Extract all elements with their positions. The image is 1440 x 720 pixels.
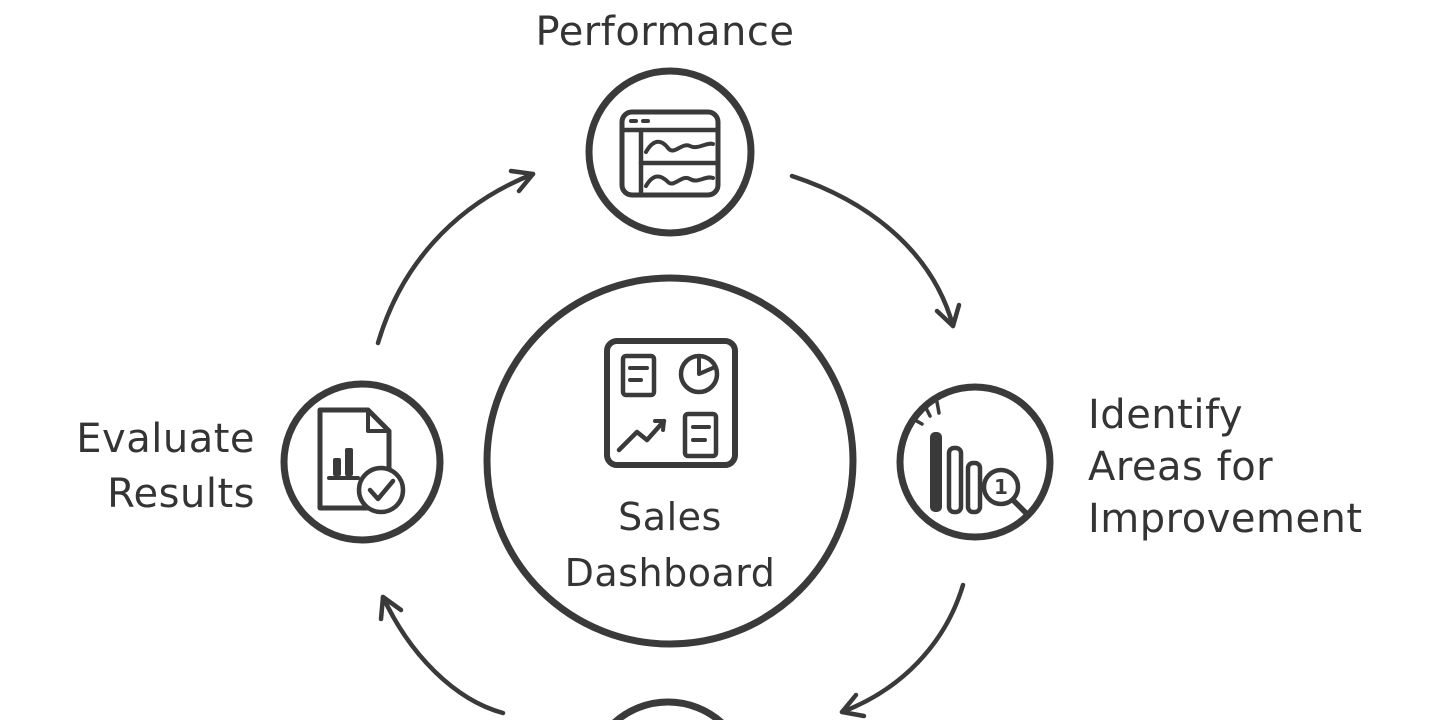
node-evaluate: Evaluate Results xyxy=(76,380,444,544)
arrow-evaluate-to-performance xyxy=(375,168,536,346)
arrow-bottom-to-evaluate xyxy=(378,594,506,716)
node-identify: 1 Identify Areas for Improvement xyxy=(896,383,1363,542)
evaluate-label-line1: Evaluate xyxy=(76,416,255,462)
center-circle xyxy=(483,274,857,648)
identify-label-line1: Identify xyxy=(1088,392,1243,438)
identify-label-line3: Improvement xyxy=(1088,496,1363,542)
bottom-circle xyxy=(612,698,724,720)
declining-bars-magnifier-icon: 1 xyxy=(911,400,1029,516)
identify-label-line2: Areas for xyxy=(1088,444,1273,490)
evaluate-label-line2: Results xyxy=(107,471,255,517)
center-label-line1: Sales xyxy=(618,495,722,539)
performance-label: Performance xyxy=(536,9,795,55)
node-bottom-partial xyxy=(612,698,724,720)
arrow-performance-to-identify xyxy=(789,173,962,329)
arrow-identify-to-bottom xyxy=(839,582,966,719)
node-performance: Performance xyxy=(536,9,795,237)
evaluate-circle xyxy=(280,380,444,544)
web-analytics-window-icon xyxy=(619,109,721,198)
center-label-line2: Dashboard xyxy=(565,551,776,595)
dashboard-grid-icon xyxy=(604,338,738,468)
center-node-sales-dashboard: Sales Dashboard xyxy=(483,274,857,648)
magnifier-badge: 1 xyxy=(994,475,1008,499)
report-checkmark-icon xyxy=(317,407,406,515)
